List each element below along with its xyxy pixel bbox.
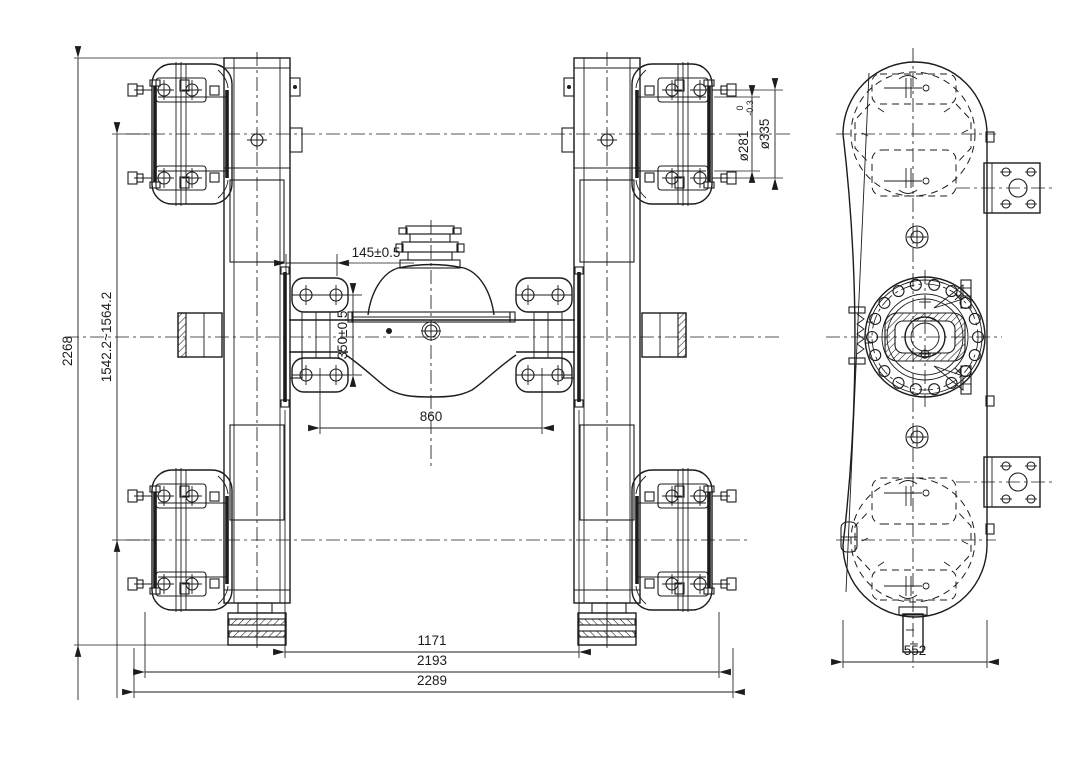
dim-drum-flange-diameter: ø335 bbox=[757, 119, 772, 150]
front-dimensions: 2268 1542.2~1564.2 145±0.5 350±0.5 860 bbox=[60, 46, 783, 700]
differential-housing bbox=[347, 225, 516, 342]
mounting-pad-right bbox=[515, 277, 573, 393]
dim-body-width: 552 bbox=[904, 643, 927, 658]
dim-height-range: 1542.2~1564.2 bbox=[99, 292, 114, 382]
side-dimensions: 552 bbox=[831, 620, 999, 668]
dim-inner-width: 1171 bbox=[417, 633, 446, 648]
dim-bracket-offset: 145±0.5 bbox=[352, 245, 401, 260]
svg-text:-0.3: -0.3 bbox=[745, 100, 755, 116]
axle-assembly bbox=[177, 225, 687, 408]
boss-bottom bbox=[905, 425, 929, 449]
hub-flange bbox=[848, 270, 986, 407]
dim-drum-diameter: ø281 0 -0.3 bbox=[735, 100, 755, 161]
dim-pad-distance: 860 bbox=[420, 409, 443, 424]
front-view: 2268 1542.2~1564.2 145±0.5 350±0.5 860 bbox=[60, 46, 792, 700]
dim-overall-width: 2289 bbox=[417, 673, 447, 688]
mount-plate-top bbox=[983, 162, 1041, 214]
bottom-stub bbox=[898, 606, 928, 653]
svg-text:0: 0 bbox=[735, 105, 745, 110]
boss-top bbox=[905, 225, 929, 249]
dim-overall-height: 2268 bbox=[60, 336, 75, 366]
svg-text:ø281: ø281 bbox=[736, 131, 751, 162]
mount-plate-bottom bbox=[983, 456, 1041, 508]
dim-bracket-bolt-span: 350±0.5 bbox=[335, 311, 350, 360]
side-body-outline bbox=[842, 61, 988, 618]
side-view: 552 bbox=[826, 48, 1052, 668]
dim-drum-face-width: 2193 bbox=[417, 653, 447, 668]
left-bracket bbox=[840, 521, 858, 553]
